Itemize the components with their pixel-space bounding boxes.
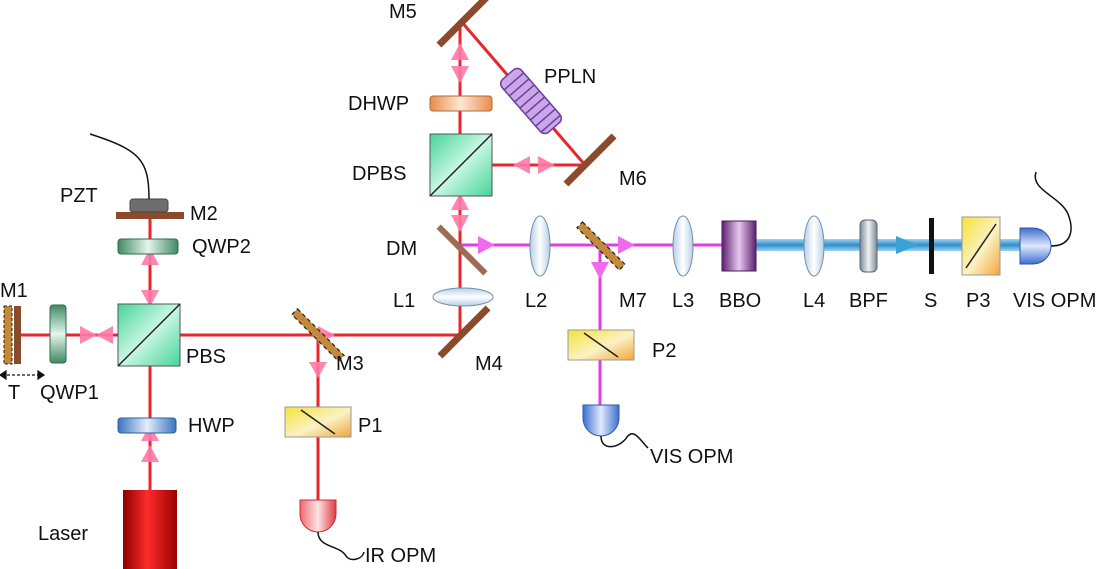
label-ppln: PPLN [544,66,596,88]
m2-mirror [116,212,184,219]
dpbs-cube [429,133,493,197]
label-s: S [924,290,937,312]
vis-opm-detector-right [1019,171,1072,265]
pbs-cube [117,303,181,367]
m7-beamsplitter [576,221,626,271]
p2-polarizer [567,329,635,361]
label-vis-opm-right: VIS OPM [1013,290,1096,312]
label-bbo: BBO [719,290,761,312]
hwp-waveplate [117,417,177,434]
p3-polarizer [961,216,1001,276]
label-m3: M3 [336,353,364,375]
label-m2: M2 [190,203,218,225]
label-m6: M6 [619,168,647,190]
label-laser: Laser [38,523,88,545]
m1-mirror-back [3,305,13,365]
beam-arrows [80,43,555,462]
label-l4: L4 [803,290,825,312]
label-hwp: HWP [188,415,235,437]
label-m4: M4 [475,353,503,375]
label-qwp1: QWP1 [40,382,99,404]
label-l1: L1 [393,290,415,312]
m6-mirror [563,133,617,187]
label-dhwp: DHWP [348,93,409,115]
label-l2: L2 [525,290,547,312]
label-p3: P3 [966,290,990,312]
m5-mirror [436,0,490,48]
bpf-filter [859,219,878,273]
label-dpbs: DPBS [352,163,406,185]
m3-beamsplitter [290,307,346,363]
dhwp-waveplate [429,95,493,112]
m1-mirror [14,306,21,364]
l4-lens [803,215,825,277]
ir-opm-detector [299,499,365,561]
qwp1-waveplate [49,304,67,364]
label-t: T [8,382,20,404]
label-p2: P2 [652,340,676,362]
blue-beam-arrow [896,236,918,254]
vis-beam-arrows [478,236,635,279]
pzt-actuator [129,198,169,213]
l1-lens [432,287,494,307]
label-vis-opm-bottom: VIS OPM [650,446,733,468]
m4-mirror [437,305,491,359]
label-qwp2: QWP2 [192,236,251,258]
qwp2-waveplate [117,238,179,255]
vis-opm-detector-bottom [582,404,649,449]
label-bpf: BPF [849,290,888,312]
laser-source [123,490,177,569]
l2-lens [529,215,551,277]
t-translation-arrow [0,369,46,381]
label-m7: M7 [619,290,647,312]
label-dm: DM [386,238,417,260]
p1-polarizer [284,406,352,438]
label-p1: P1 [358,415,382,437]
label-m1: M1 [0,280,28,302]
pzt-cable [89,133,150,200]
l3-lens [672,215,694,277]
ppln-crystal [499,67,563,135]
bbo-crystal [721,220,757,272]
label-m5: M5 [389,1,417,23]
label-ir-opm: IR OPM [365,545,436,567]
label-pzt: PZT [60,185,98,207]
s-shutter [929,218,934,274]
dm-dichroic-mirror [436,224,488,276]
label-l3: L3 [672,290,694,312]
label-pbs: PBS [186,346,226,368]
